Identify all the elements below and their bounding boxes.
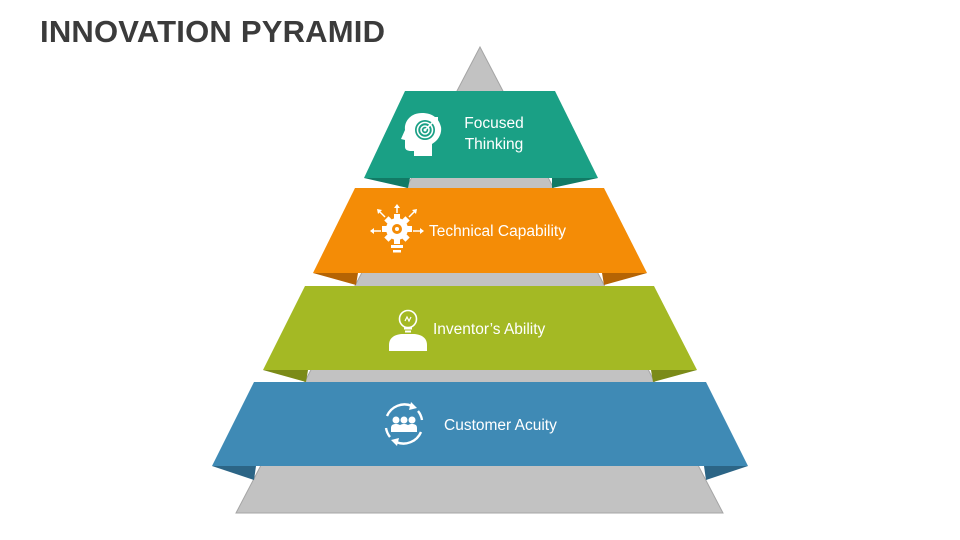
tier-2-label: Technical Capability	[429, 223, 566, 240]
tier-3-label: Inventor’s Ability	[433, 321, 546, 338]
tier-1-label-line-2: Thinking	[464, 136, 524, 153]
tier-1-label-line-1: Focused	[464, 115, 524, 132]
head-target-icon	[401, 113, 442, 156]
tier-1-fold-right	[552, 178, 598, 188]
tier-4-band	[212, 382, 748, 466]
tier-2-fold-right	[602, 273, 647, 285]
gear-bulb-icon	[370, 204, 424, 253]
tier-3-fold-right	[651, 370, 697, 382]
tier-4-label: Customer Acuity	[444, 417, 557, 434]
tier-3-fold-left	[263, 370, 308, 382]
tier-1-fold-left	[364, 178, 410, 188]
person-lightbulb-icon	[389, 309, 427, 351]
slide-title: INNOVATION PYRAMID	[40, 14, 386, 49]
tier-3-band	[263, 286, 697, 370]
tier-4-fold-right	[704, 466, 748, 480]
tier-2-fold-left	[313, 273, 358, 285]
tier-1-label: Focused Thinking	[444, 113, 544, 155]
customer-group-icon	[384, 402, 424, 446]
tier-4-fold-left	[212, 466, 256, 480]
tier-1-band	[364, 91, 598, 178]
